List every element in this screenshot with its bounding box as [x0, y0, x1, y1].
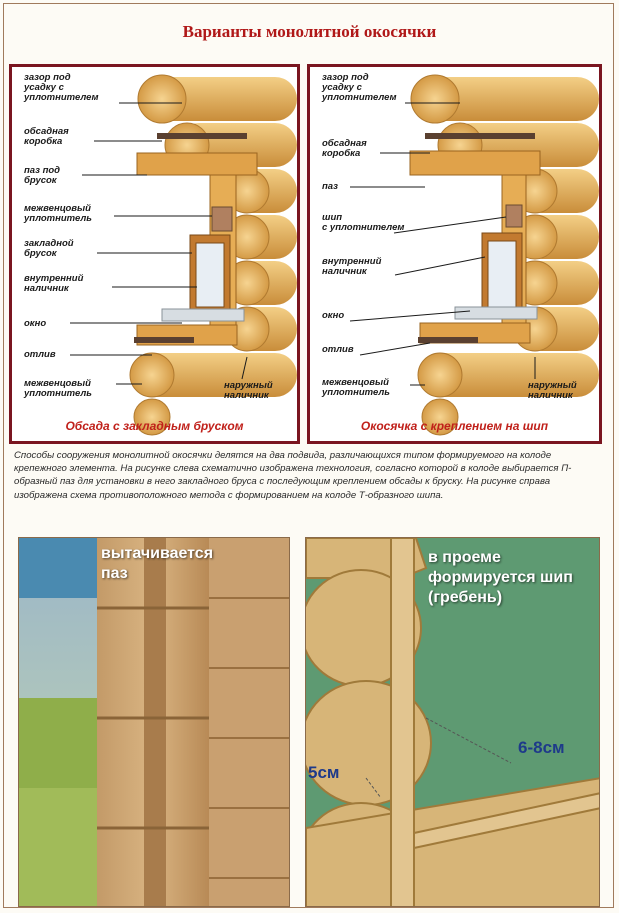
label-inner-trim: внутренний наличник: [24, 273, 84, 294]
photo-left-label: вытачивается паз: [101, 545, 214, 582]
log-wall-illustration-right: [349, 74, 599, 436]
label-groove-right: паз: [322, 181, 338, 192]
label-shrink-gap-right: зазор под усадку с уплотнителем: [322, 72, 397, 103]
label-outer-trim-right: наружный наличник: [528, 380, 577, 401]
label-interlog-seal-top: межвенцовый уплотнитель: [24, 203, 92, 224]
photo-groove: вытачивается паз: [18, 537, 290, 907]
label-drip: отлив: [24, 349, 56, 360]
description-text: Способы сооружения монолитной окосячки д…: [14, 450, 572, 501]
label-inner-trim-right: внутренний наличник: [322, 256, 382, 277]
caption-right: Окосячка с креплением на шип: [360, 419, 549, 433]
label-outer-trim: наружный наличник: [224, 380, 273, 401]
page-frame: [3, 3, 614, 908]
label-window: окно: [24, 318, 47, 329]
label-shrink-gap: зазор под усадку с уплотнителем: [24, 72, 99, 103]
label-embedded-bar: закладной брусок: [24, 238, 74, 259]
label-casing-box: обсадная коробка: [24, 126, 69, 147]
dimension-large: 6-8см: [518, 738, 565, 757]
caption-left: Обсада с закладным бруском: [65, 419, 244, 433]
page-title: Варианты монолитной окосячки: [182, 22, 437, 41]
photo-groove-image: [19, 538, 289, 906]
diagram-panel-right: зазор под усадку с уплотнителем обсадная…: [307, 64, 602, 444]
diagram-panel-left: зазор под усадку с уплотнителем обсадная…: [9, 64, 300, 444]
photo-right-label: в проеме формируется шип (гребень): [428, 549, 573, 606]
log-wall-illustration-left: [70, 74, 297, 436]
photo-tenon-image: [306, 538, 599, 906]
label-casing-box-right: обсадная коробка: [322, 138, 367, 159]
label-tenon-seal: шип с уплотнителем: [322, 212, 405, 233]
label-interlog-seal-bottom: межвенцовый уплотнитель: [24, 378, 92, 399]
label-interlog-seal-right: межвенцовый уплотнитель: [322, 377, 390, 398]
label-bar-groove: паз под брусок: [24, 165, 61, 186]
label-drip-right: отлив: [322, 344, 354, 355]
dimension-small: 5см: [308, 763, 340, 782]
photo-tenon: в проеме формируется шип (гребень) 6-8см…: [305, 537, 600, 907]
label-window-right: окно: [322, 310, 345, 321]
